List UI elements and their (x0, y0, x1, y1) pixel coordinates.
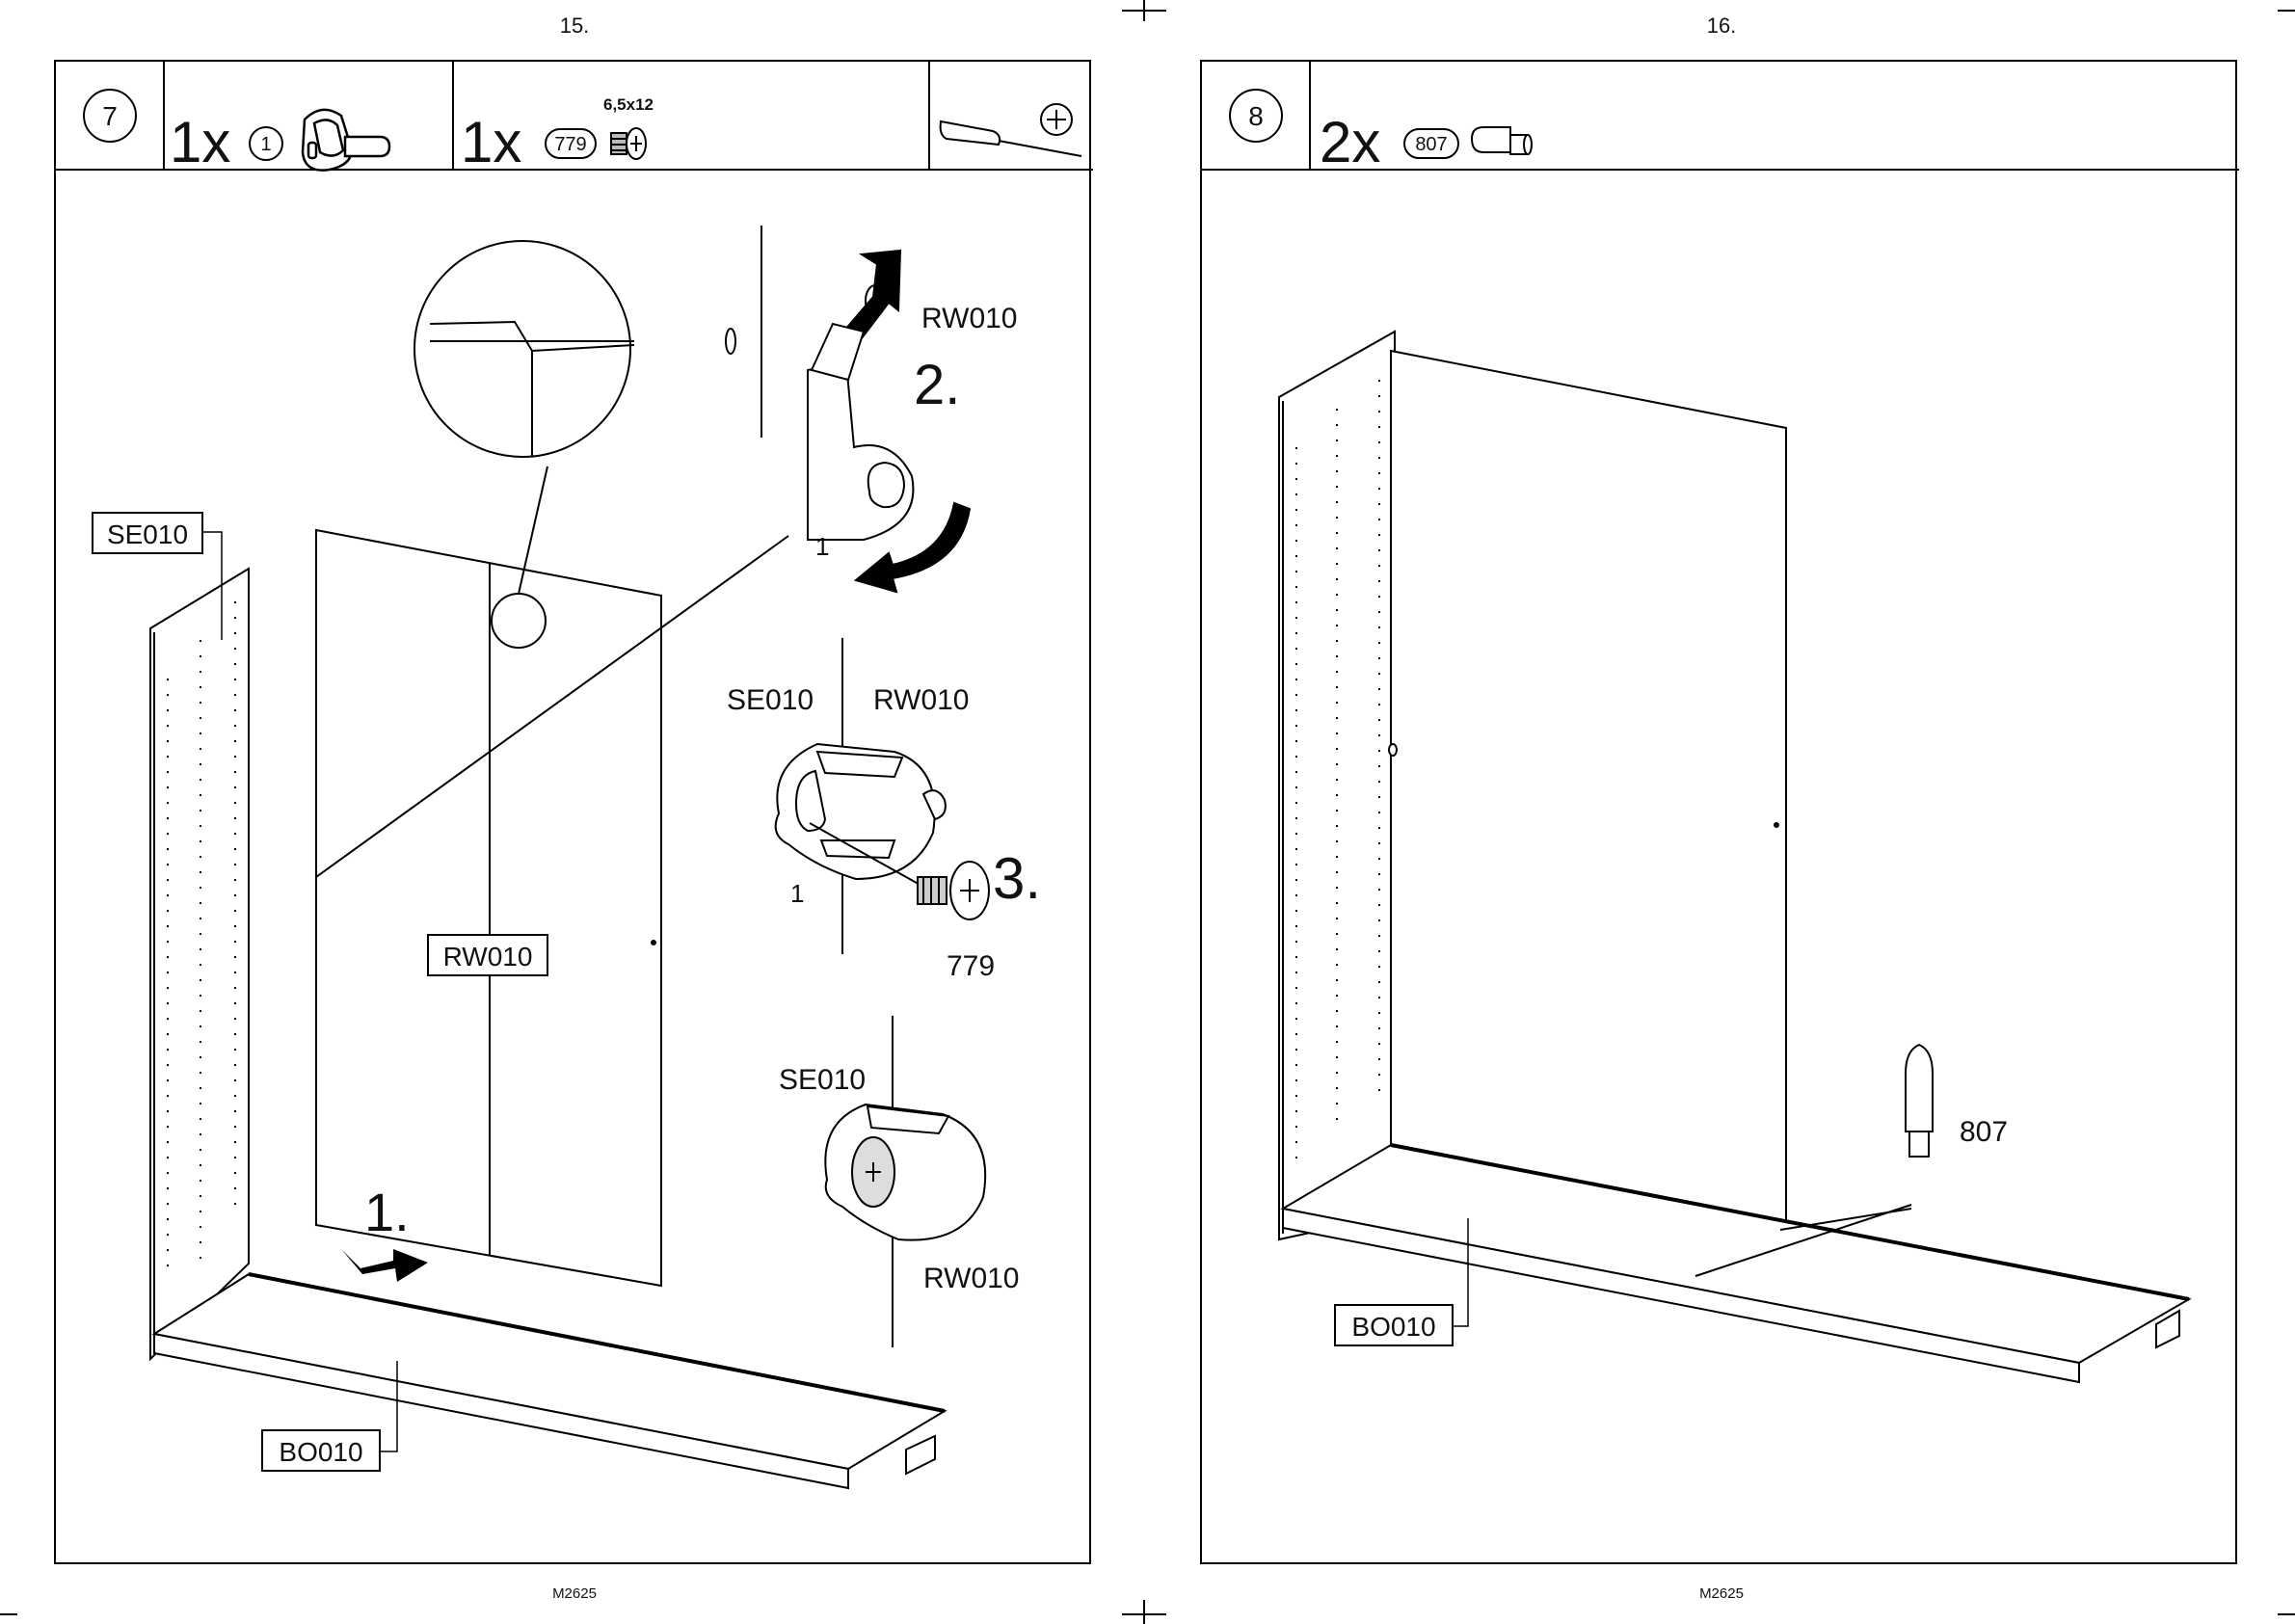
part-quantity: 2x (1320, 110, 1380, 174)
detail-4-side-label: SE010 (779, 1064, 866, 1096)
step-8-panel: 8 2x 807 807 BO010 (1200, 60, 2237, 1564)
side-panel (1279, 332, 1395, 1239)
part-id-badge: 807 (1404, 129, 1458, 158)
detail-3-part-label: 1 (790, 879, 804, 908)
svg-text:8: 8 (1248, 101, 1264, 131)
step-1-label: 1. (364, 1182, 410, 1242)
page-number: 15. (536, 13, 613, 39)
document-code: M2625 (536, 1585, 613, 1602)
magnifier-detail (316, 241, 788, 877)
trim-mark (1122, 10, 1166, 12)
step-2-label: 2. (914, 354, 960, 416)
document-code: M2625 (1683, 1585, 1760, 1602)
trim-mark (2278, 10, 2295, 12)
detail-3-back-label: RW010 (873, 684, 970, 716)
svg-text:RW010: RW010 (443, 942, 533, 972)
svg-text:BO010: BO010 (1351, 1312, 1435, 1342)
step-number-badge: 7 (84, 90, 136, 142)
svg-text:807: 807 (1415, 134, 1447, 155)
side-panel-se010 (150, 569, 249, 1359)
part-id-badge: 779 (546, 129, 596, 158)
step-number-badge: 8 (1230, 90, 1282, 142)
svg-text:779: 779 (554, 134, 586, 155)
screw-icon (611, 128, 646, 159)
detail-3-side-label: SE010 (727, 684, 814, 716)
phillips-screwdriver-icon (941, 104, 1081, 156)
trim-mark (2278, 1613, 2295, 1615)
part-quantity: 1x (461, 110, 521, 174)
trim-mark (1122, 1613, 1166, 1615)
pin-label: 807 (1960, 1116, 2008, 1148)
label-rw010: RW010 (428, 935, 547, 975)
page-number: 16. (1683, 13, 1760, 39)
detail-3-screw-label: 779 (947, 950, 995, 982)
detail-2-back-label: RW010 (921, 303, 1018, 334)
part-id-badge: 1 (250, 127, 282, 160)
back-panel-rw010 (316, 530, 661, 1286)
step-3-label: 3. (993, 846, 1041, 911)
cam-lock-connector-icon (303, 110, 389, 171)
svg-text:SE010: SE010 (107, 519, 188, 549)
step-7-panel: 7 1x 1 1x 779 6,5x12 (54, 60, 1091, 1564)
step-8-drawing: 8 2x 807 807 BO010 (1202, 62, 2239, 1566)
screw-size: 6,5x12 (603, 95, 654, 114)
back-panel (1389, 351, 1786, 1228)
dowel-pin-icon (1472, 127, 1532, 154)
trim-mark (1143, 1600, 1145, 1624)
detail-2-part-label: 1 (815, 532, 829, 561)
svg-text:BO010: BO010 (279, 1437, 362, 1467)
part-quantity: 1x (170, 110, 230, 174)
step-1-arrow (341, 1249, 428, 1282)
step-7-drawing: 7 1x 1 1x 779 6,5x12 (56, 62, 1093, 1566)
detail-4-back-label: RW010 (923, 1263, 1020, 1294)
svg-text:7: 7 (102, 101, 118, 131)
svg-text:1: 1 (260, 134, 271, 155)
trim-mark (0, 1613, 17, 1615)
